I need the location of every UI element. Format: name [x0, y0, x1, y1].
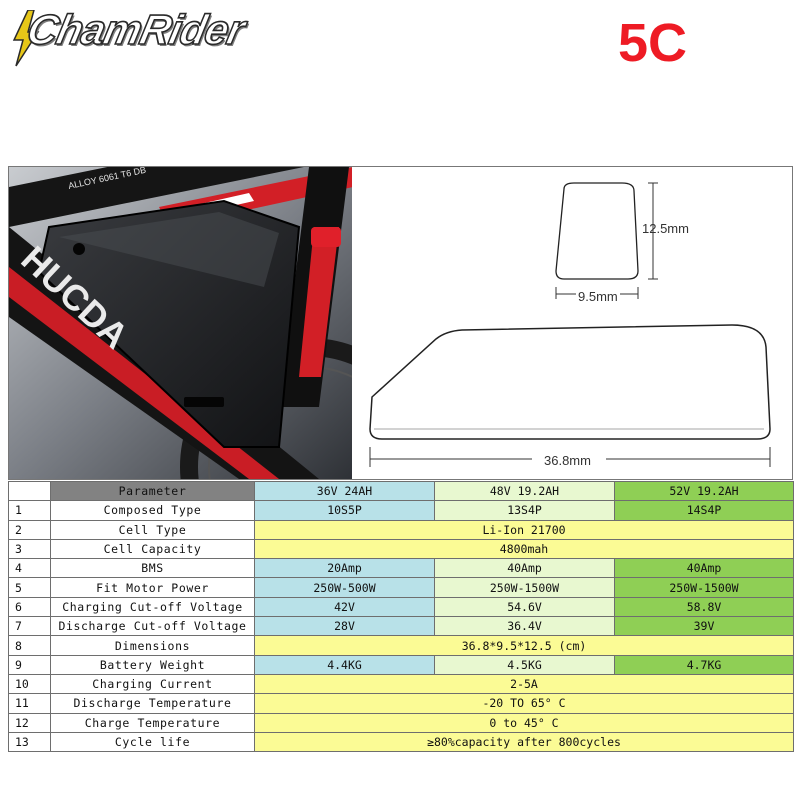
brand-logo-text: ChamRider [22, 5, 249, 54]
table-row: 6 Charging Cut-off Voltage 42V 54.6V 58.… [8, 596, 794, 618]
row-number: 7 [8, 616, 51, 637]
row-number: 11 [8, 693, 51, 714]
value-52v: 250W-1500W [614, 577, 794, 598]
value-48v: 4.5KG [434, 654, 615, 675]
table-row: 13 Cycle life ≥80%capacity after 800cycl… [8, 731, 794, 753]
table-row: 10 Charging Current 2-5A [8, 673, 794, 695]
parameter-name: Cell Capacity [50, 538, 255, 560]
parameter-name: Cycle life [50, 731, 255, 753]
table-row: 8 Dimensions 36.8*9.5*12.5 (cm) [8, 635, 794, 656]
value-all: ≥80%capacity after 800cycles [254, 731, 794, 753]
value-52v: 58.8V [614, 596, 794, 618]
row-number: 9 [8, 654, 51, 675]
parameter-name: Discharge Cut-off Voltage [50, 616, 255, 637]
value-all: 0 to 45° C [254, 712, 794, 733]
table-row: 12 Charge Temperature 0 to 45° C [8, 712, 794, 733]
table-row: 9 Battery Weight 4.4KG 4.5KG 4.7KG [8, 654, 794, 675]
value-52v: 14S4P [614, 500, 794, 521]
row-number: 2 [8, 519, 51, 540]
value-48v: 54.6V [434, 596, 615, 618]
parameter-name: Composed Type [50, 500, 255, 521]
parameter-name: Dimensions [50, 635, 255, 656]
width-dimension: 9.5mm [578, 289, 618, 304]
row-number [8, 480, 51, 502]
column-header-36v: 36V 24AH [254, 480, 435, 502]
row-number: 6 [8, 596, 51, 618]
value-48v: 13S4P [434, 500, 615, 521]
parameter-name: Discharge Temperature [50, 693, 255, 714]
parameter-name: Battery Weight [50, 654, 255, 675]
value-all: 36.8*9.5*12.5 (cm) [254, 635, 794, 656]
parameter-name: BMS [50, 558, 255, 579]
table-row: 5 Fit Motor Power 250W-500W 250W-1500W 2… [8, 577, 794, 598]
value-36v: 28V [254, 616, 435, 637]
value-36v: 4.4KG [254, 654, 435, 675]
parameter-name: Charge Temperature [50, 712, 255, 733]
value-52v: 39V [614, 616, 794, 637]
value-all: 4800mah [254, 538, 794, 560]
value-48v: 40Amp [434, 558, 615, 579]
row-number: 3 [8, 538, 51, 560]
brand-logo: ChamRider [6, 4, 306, 70]
spec-table: Parameter 36V 24AH 48V 19.2AH 52V 19.2AH… [8, 480, 794, 753]
row-number: 10 [8, 673, 51, 695]
value-52v: 4.7KG [614, 654, 794, 675]
parameter-name: Cell Type [50, 519, 255, 540]
row-number: 5 [8, 577, 51, 598]
table-row: 7 Discharge Cut-off Voltage 28V 36.4V 39… [8, 616, 794, 637]
row-number: 8 [8, 635, 51, 656]
table-row: 3 Cell Capacity 4800mah [8, 538, 794, 560]
product-photo: HUCDA ALLOY 6061 T6 DB [8, 166, 354, 480]
row-number: 1 [8, 500, 51, 521]
column-header-52v: 52V 19.2AH [614, 480, 794, 502]
row-number: 12 [8, 712, 51, 733]
value-52v: 40Amp [614, 558, 794, 579]
parameter-name: Charging Current [50, 673, 255, 695]
column-header-48v: 48V 19.2AH [434, 480, 615, 502]
value-36v: 250W-500W [254, 577, 435, 598]
table-row: 11 Discharge Temperature -20 TO 65° C [8, 693, 794, 714]
capacity-badge: 5C [618, 13, 688, 73]
value-all: Li-Ion 21700 [254, 519, 794, 540]
length-dimension: 36.8mm [544, 453, 591, 468]
value-all: -20 TO 65° C [254, 693, 794, 714]
table-header-row: Parameter 36V 24AH 48V 19.2AH 52V 19.2AH [8, 480, 794, 502]
row-number: 13 [8, 731, 51, 753]
table-row: 1 Composed Type 10S5P 13S4P 14S4P [8, 500, 794, 521]
lightning-icon [12, 10, 40, 67]
table-row: 4 BMS 20Amp 40Amp 40Amp [8, 558, 794, 579]
value-36v: 20Amp [254, 558, 435, 579]
table-row: 2 Cell Type Li-Ion 21700 [8, 519, 794, 540]
parameter-name: Charging Cut-off Voltage [50, 596, 255, 618]
parameter-name: Fit Motor Power [50, 577, 255, 598]
parameter-header: Parameter [50, 480, 255, 502]
height-dimension: 12.5mm [642, 221, 689, 236]
row-number: 4 [8, 558, 51, 579]
value-36v: 10S5P [254, 500, 435, 521]
value-48v: 36.4V [434, 616, 615, 637]
value-all: 2-5A [254, 673, 794, 695]
dimension-drawing: 12.5mm 9.5mm 36.8mm [352, 166, 793, 480]
value-36v: 42V [254, 596, 435, 618]
value-48v: 250W-1500W [434, 577, 615, 598]
